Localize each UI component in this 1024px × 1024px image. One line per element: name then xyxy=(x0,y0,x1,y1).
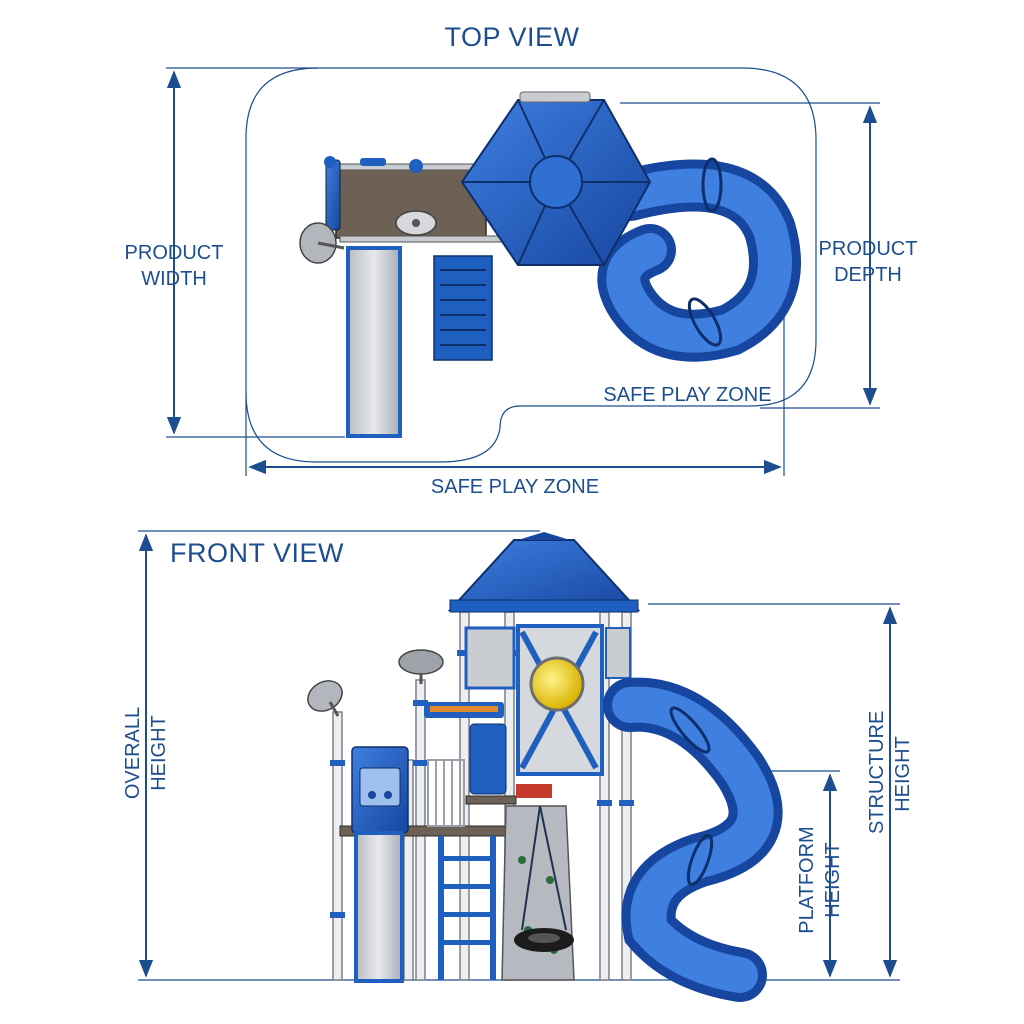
straight-slide-front xyxy=(354,831,404,983)
tower-side-panel xyxy=(464,626,516,690)
overall-height-label: OVERALL HEIGHT xyxy=(122,706,170,800)
safe-play-zone-bottom-label: SAFE PLAY ZONE xyxy=(430,476,600,498)
product-width-label: PRODUCT WIDTH xyxy=(124,242,224,290)
straight-slide-top xyxy=(346,246,402,438)
climbing-wall xyxy=(501,805,575,981)
sign-bar-lower xyxy=(516,784,552,798)
hexagon-roof xyxy=(460,91,652,266)
control-panel xyxy=(351,746,409,834)
tube-slide-icon xyxy=(603,677,783,1002)
satellite-dish-icon xyxy=(398,649,444,684)
porthole-panel xyxy=(516,624,604,776)
top-view xyxy=(166,67,880,476)
post-cap xyxy=(324,156,336,168)
tube-slide-icon xyxy=(597,157,801,362)
porthole-icon xyxy=(529,656,585,712)
handle-top xyxy=(360,158,386,166)
platform-height-label: PLATFORM HEIGHT xyxy=(796,826,844,934)
tower-right-panel xyxy=(605,627,631,679)
safe-play-zone-inner-label: SAFE PLAY ZONE xyxy=(603,384,772,406)
panel-left-top xyxy=(325,159,341,231)
satellite-dish-icon xyxy=(299,222,345,264)
front-view-title: FRONT VIEW xyxy=(170,538,345,568)
tower-lower-panel xyxy=(469,723,507,795)
sign-bar-accent xyxy=(430,706,498,712)
top-view-title: TOP VIEW xyxy=(444,22,580,52)
product-depth-label: PRODUCT DEPTH xyxy=(818,238,918,286)
satellite-dish-icon xyxy=(395,210,437,236)
upper-deck-front xyxy=(465,795,517,805)
tire-swing-icon xyxy=(514,805,574,952)
safe-play-zone-outline xyxy=(245,67,817,463)
front-view xyxy=(138,530,900,1002)
structure-height-label: STRUCTURE HEIGHT xyxy=(866,710,914,834)
post-cap xyxy=(409,159,423,173)
tower-roof xyxy=(447,532,641,613)
ladder-front xyxy=(438,836,496,980)
satellite-dish-icon xyxy=(307,680,343,717)
ladder-top xyxy=(433,255,493,361)
fence-panel xyxy=(427,759,465,827)
